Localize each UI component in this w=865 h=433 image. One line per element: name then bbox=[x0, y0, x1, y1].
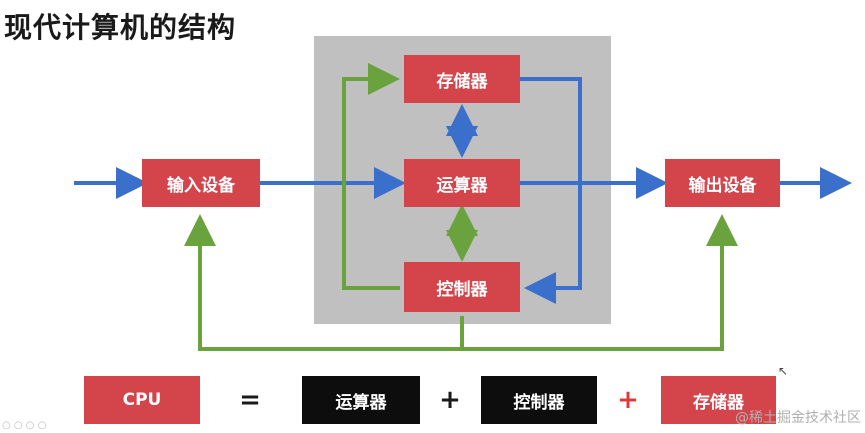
slide-controls-icon[interactable]: ○ ○ ○ ○ bbox=[2, 420, 47, 431]
output-device-box: 输出设备 bbox=[665, 159, 780, 207]
term-alu-box: 运算器 bbox=[302, 376, 420, 424]
arrow-controller-to-input bbox=[184, 214, 462, 351]
equals-sign: = bbox=[239, 385, 261, 415]
controller-box: 控制器 bbox=[404, 262, 520, 312]
term-controller-box: 控制器 bbox=[481, 376, 597, 424]
arrow-storage-to-controller bbox=[520, 77, 582, 304]
page-title: 现代计算机的结构 bbox=[4, 11, 237, 44]
plus-sign-1: + bbox=[439, 385, 461, 415]
cpu-box: CPU bbox=[84, 376, 200, 424]
plus-sign-2: + bbox=[617, 385, 639, 415]
watermark: @稀土掘金技术社区 bbox=[735, 410, 861, 426]
storage-box: 存储器 bbox=[404, 55, 520, 103]
mouse-cursor-icon: ↖ bbox=[778, 364, 789, 378]
term-storage-box: 存储器 bbox=[661, 376, 776, 424]
alu-box: 运算器 bbox=[404, 159, 520, 207]
arrow-controller-to-output bbox=[462, 214, 738, 351]
input-device-box: 输入设备 bbox=[142, 159, 260, 207]
arrow-controller-to-storage bbox=[342, 63, 400, 290]
